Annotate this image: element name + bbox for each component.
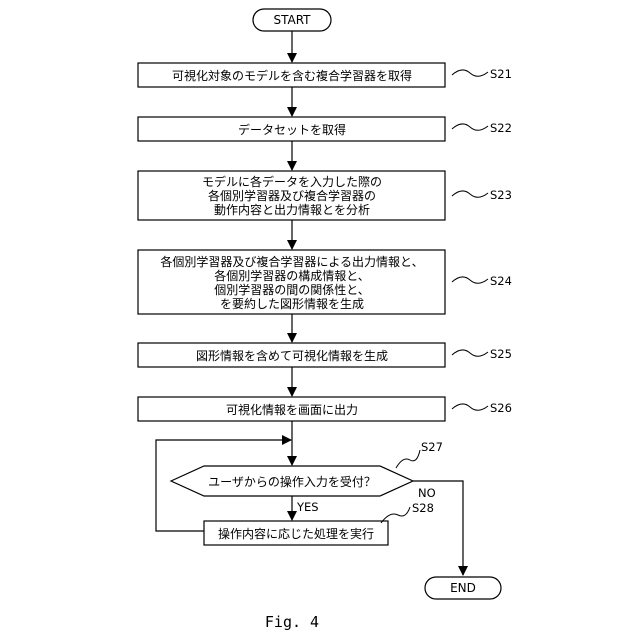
decision-text-s27: ユーザからの操作入力を受付？ [208, 474, 376, 489]
step-text-s23-line3: 動作内容と出力情報とを分析 [214, 202, 370, 217]
step-leader-s26 [452, 404, 488, 410]
step-text-s25: 図形情報を含めて可視化情報を生成 [196, 348, 388, 363]
step-text-s22: データセットを取得 [238, 122, 346, 137]
step-leader-s23 [452, 191, 488, 197]
step-leader-s25 [452, 350, 488, 356]
step-label-s25: S25 [490, 347, 512, 361]
figure-caption: Fig. 4 [265, 613, 319, 631]
step-text-s26: 可視化情報を画面に出力 [226, 402, 358, 417]
action-text-s28: 操作内容に応じた処理を実行 [218, 526, 374, 541]
step-label-s21: S21 [490, 67, 512, 81]
step-text-s24-line4: を要約した図形情報を生成 [220, 296, 364, 311]
step-text-s24-line3: 個別学習器の間の関係性と、 [214, 282, 370, 297]
step-label-s23: S23 [490, 188, 512, 202]
decision-leader-s27 [396, 450, 420, 468]
no-label: NO [418, 486, 436, 500]
step-label-s26: S26 [490, 401, 512, 415]
step-leader-s22 [452, 124, 488, 130]
step-leader-s21 [452, 70, 488, 76]
step-text-s23-line2: 各個別学習器及び複合学習器の [208, 188, 376, 203]
step-label-s22: S22 [490, 121, 512, 135]
end-label: END [450, 581, 476, 595]
start-label: START [273, 13, 311, 27]
decision-label-s27: S27 [421, 440, 443, 454]
step-text-s24-line2: 各個別学習器の構成情報と、 [214, 268, 370, 283]
step-text-s21: 可視化対象のモデルを含む複合学習器を取得 [172, 68, 412, 83]
yes-label: YES [296, 500, 319, 514]
step-text-s24-line1: 各個別学習器及び複合学習器による出力情報と、 [160, 254, 423, 269]
step-label-s24: S24 [490, 274, 512, 288]
action-label-s28: S28 [412, 501, 434, 515]
step-text-s23-line1: モデルに各データを入力した際の [202, 174, 382, 189]
step-leader-s24 [452, 277, 488, 283]
